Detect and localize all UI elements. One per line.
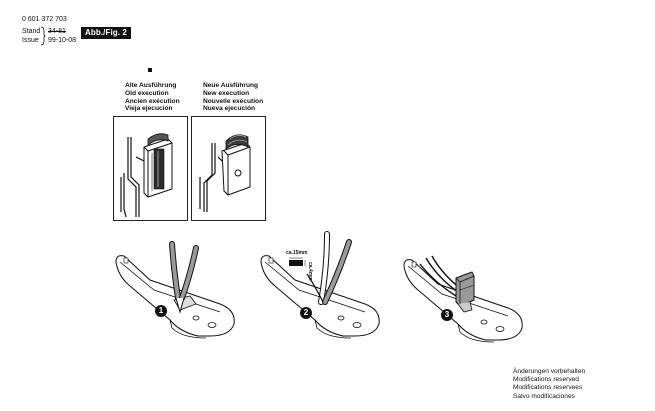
notice-line: Modifications reservees [513,384,583,392]
stand-label: Stand [22,28,41,35]
new-execution-line: Neue Ausführung [203,82,259,89]
part-number: 0 601 372 703 [22,16,67,23]
new-execution-panel [191,116,266,221]
new-execution-line: Nouvelle exécution [203,97,264,105]
step-2-badge: 2 [300,307,312,319]
modifications-notice: Änderungen vorbehalten Modifications res… [513,368,585,401]
figure-badge: Abb./Fig. 2 [81,27,131,39]
step-number: 3 [444,310,450,319]
old-execution-line: Old execution [125,89,169,97]
step-1-illustration [115,241,235,339]
issue-value: 99-10-08 [48,37,77,44]
old-execution-line: Vieja ejecución [125,105,173,113]
bracket-icon [40,26,46,46]
step-number: 2 [303,308,309,317]
old-execution-line: Alte Ausführung [125,82,177,89]
old-execution-caption: Alte Ausführung Old execution Ancien exé… [125,82,180,113]
old-execution-line: Ancien exécution [125,97,180,105]
new-execution-line: Nueva ejecución [203,105,256,113]
new-brush-illustration [199,134,251,212]
new-execution-caption: Neue Ausführung New execution Nouvelle e… [203,82,263,113]
marker-square [148,68,152,72]
old-execution-panel [113,116,188,221]
step-2-illustration [260,231,380,339]
step-number: 1 [158,306,164,315]
notice-line: Modifications reserved [513,376,579,384]
old-brush-illustration [120,133,173,218]
step-3-illustration [403,255,523,343]
dimension-width-label: ca.15mm [286,250,308,256]
step-1-badge: 1 [155,305,167,317]
issue-label: Issue [22,37,39,44]
stand-value: 34-81 [48,28,66,35]
dimension-height-label: ca.4mm [307,262,313,281]
notice-line: Salvo modificaciones [513,392,575,400]
new-execution-line: New execution [203,89,250,97]
notice-line: Änderungen vorbehalten [513,368,586,375]
step-3-badge: 3 [441,309,453,321]
